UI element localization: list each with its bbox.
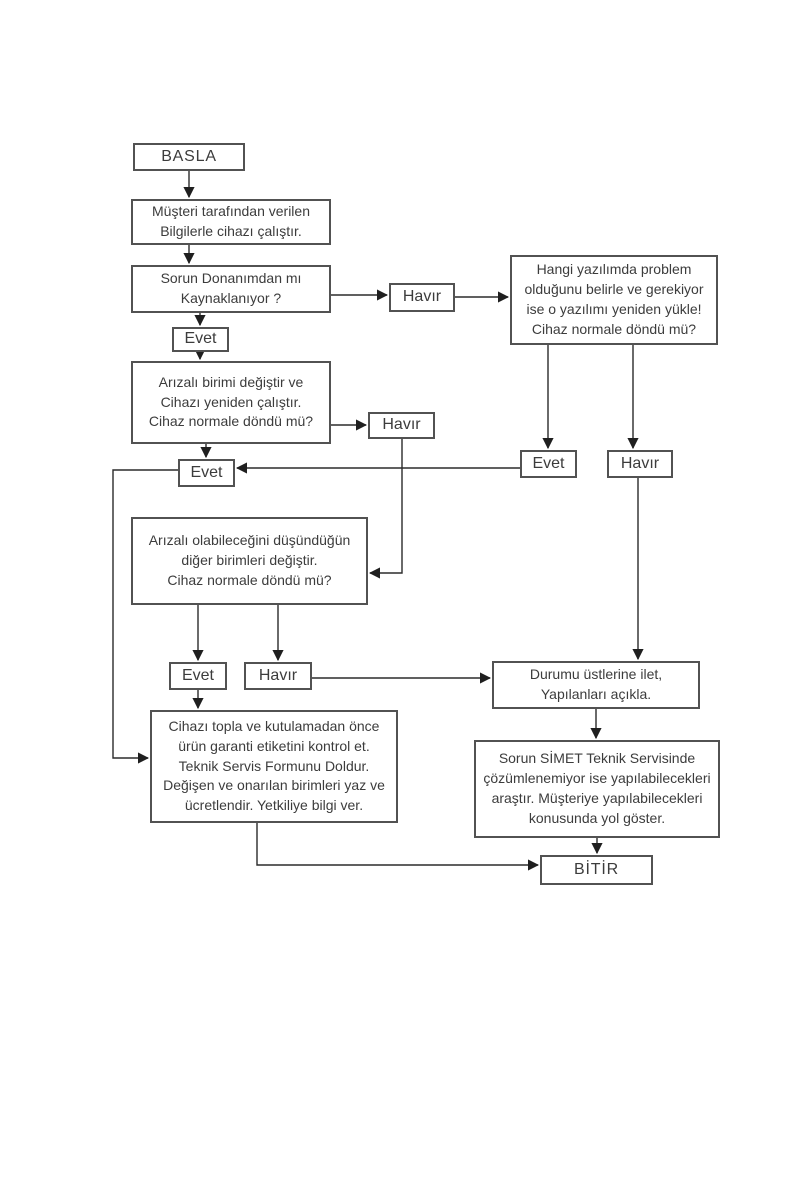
flow-node-assemble-and-document: Cihazı topla ve kutulamadan önce ürün ga…: [150, 710, 398, 823]
flow-node-replace-faulty-unit: Arızalı birimi değiştir ve Cihazı yenide…: [131, 361, 331, 444]
node-label: Evet: [184, 330, 217, 348]
node-label: Arızalı birimi değiştir ve Cihazı yenide…: [148, 373, 314, 430]
flow-label-yes-3: Evet: [178, 459, 235, 487]
node-label: Evet: [190, 463, 223, 481]
edge-havir2-arizali2: [368, 439, 403, 579]
edge-evet3-topla: [112, 469, 178, 764]
flow-node-end: BİTİR: [540, 855, 653, 885]
flow-label-yes-4: Evet: [169, 662, 227, 690]
node-label: Sorun SİMET Teknik Servisinde çözümlenem…: [483, 750, 711, 826]
start-label: BASLA: [161, 147, 217, 165]
flow-label-no-2: Havır: [368, 412, 435, 439]
flow-label-yes-1: Evet: [172, 327, 229, 352]
end-label: BİTİR: [574, 860, 619, 878]
node-label: Müşteri tarafından verilen Bilgilerle ci…: [152, 203, 310, 239]
node-label: Havır: [402, 288, 442, 306]
edge-topla-bitir: [256, 823, 540, 871]
node-label: Evet: [181, 666, 214, 684]
flow-label-no-1: Havır: [389, 283, 455, 312]
flow-node-is-problem-hardware: Sorun Donanımdan mı Kaynaklanıyor ?: [131, 265, 331, 313]
flow-node-start: BASLA: [133, 143, 245, 171]
node-label: Durumu üstlerine ilet, Yapılanları açıkl…: [529, 666, 663, 702]
node-label: Hangi yazılımda problem olduğunu belirle…: [524, 261, 704, 337]
flow-node-identify-software-problem: Hangi yazılımda problem olduğunu belirle…: [510, 255, 718, 345]
node-label: Havır: [620, 454, 660, 472]
node-label: Sorun Donanımdan mı Kaynaklanıyor ?: [160, 270, 302, 306]
node-label: Cihazı topla ve kutulamadan önce ürün ga…: [163, 717, 385, 814]
flow-label-no-4: Havır: [244, 662, 312, 690]
flow-node-report-to-superiors: Durumu üstlerine ilet, Yapılanları açıkl…: [492, 661, 700, 709]
node-label: Arızalı olabileceğini düşündüğün diğer b…: [148, 532, 351, 588]
node-label: Havır: [382, 416, 421, 434]
flow-label-no-3: Havır: [607, 450, 673, 478]
flow-node-replace-other-units: Arızalı olabileceğini düşündüğün diğer b…: [131, 517, 368, 605]
flow-node-run-device-with-customer-info: Müşteri tarafından verilen Bilgilerle ci…: [131, 199, 331, 245]
node-label: Evet: [532, 454, 565, 472]
node-label: Havır: [258, 666, 298, 684]
flow-label-yes-2: Evet: [520, 450, 577, 478]
flow-node-research-alternatives: Sorun SİMET Teknik Servisinde çözümlenem…: [474, 740, 720, 838]
